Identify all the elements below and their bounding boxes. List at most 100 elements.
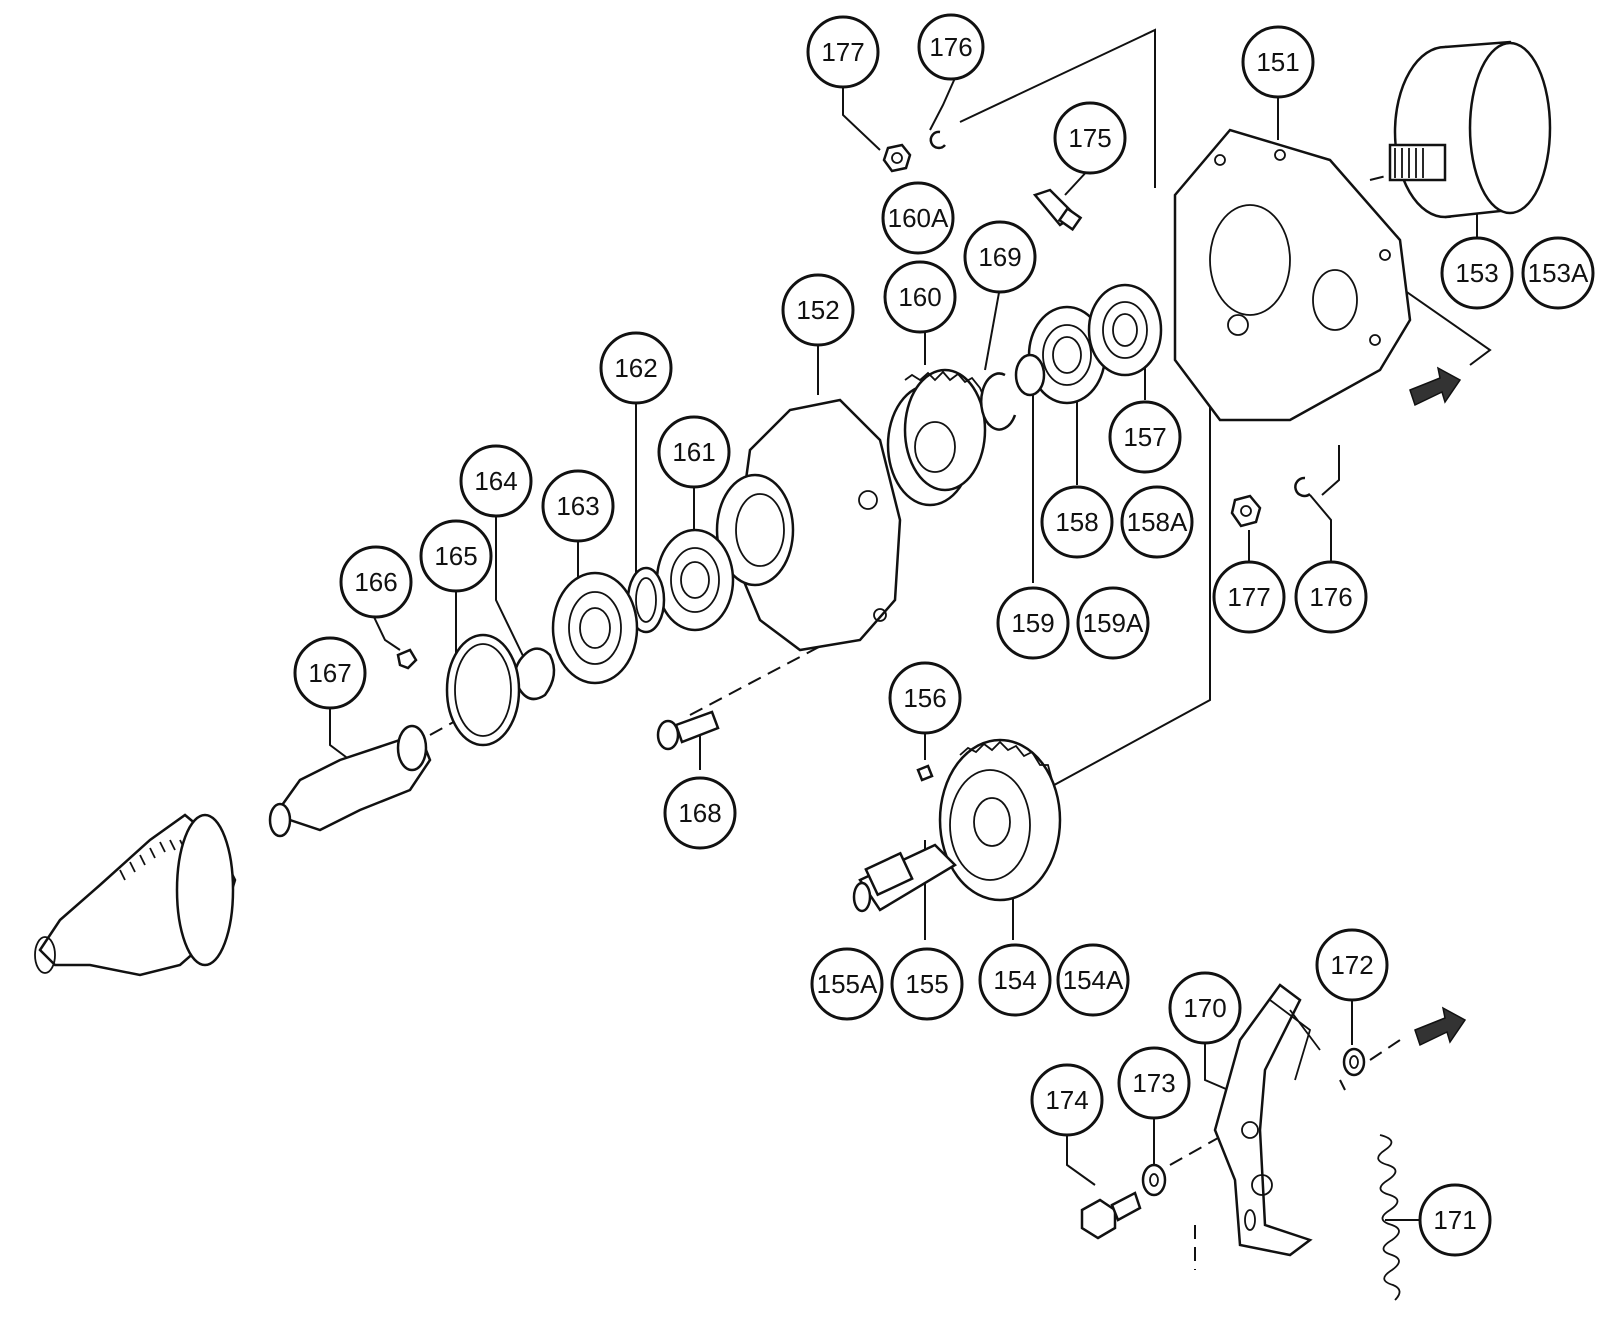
- arrow-lower: [1414, 1006, 1467, 1047]
- callout-label: 162: [614, 353, 657, 383]
- retaining-ring-165: [445, 633, 521, 747]
- callout-177[interactable]: 177: [806, 15, 880, 89]
- callout-label: 153A: [1528, 258, 1589, 288]
- callout-166[interactable]: 166: [339, 545, 413, 619]
- arrow-upper: [1409, 366, 1462, 407]
- lever-170: [1213, 983, 1321, 1257]
- callout-155A[interactable]: 155A: [810, 947, 884, 1021]
- drum-153: [1388, 40, 1552, 219]
- callout-155[interactable]: 155: [890, 947, 964, 1021]
- callout-label: 167: [308, 658, 351, 688]
- callout-label: 175: [1068, 123, 1111, 153]
- callout-163[interactable]: 163: [541, 469, 615, 543]
- housing-151: [1173, 128, 1412, 422]
- key-166: [396, 648, 418, 670]
- callout-label: 155A: [817, 969, 878, 999]
- callout-173[interactable]: 173: [1117, 1046, 1191, 1120]
- callout-162[interactable]: 162: [599, 331, 673, 405]
- callout-160A[interactable]: 160A: [881, 181, 955, 255]
- spindle-167: [268, 724, 432, 838]
- callout-170[interactable]: 170: [1168, 971, 1242, 1045]
- callout-175[interactable]: 175: [1053, 101, 1127, 175]
- callout-156[interactable]: 156: [888, 661, 962, 735]
- callout-169[interactable]: 169: [963, 220, 1037, 294]
- bearing-163: [551, 571, 639, 685]
- snap-ring-169: [979, 372, 1017, 431]
- callout-151[interactable]: 151: [1241, 25, 1315, 99]
- callout-167[interactable]: 167: [293, 636, 367, 710]
- callout-label: 157: [1123, 422, 1166, 452]
- shaft-155: [852, 843, 958, 913]
- callout-177-lower[interactable]: 177: [1212, 560, 1286, 634]
- callout-label: 152: [796, 295, 839, 325]
- callout-157[interactable]: 157: [1108, 400, 1182, 474]
- callout-161[interactable]: 161: [657, 415, 731, 489]
- callout-159A[interactable]: 159A: [1076, 586, 1150, 660]
- callout-158[interactable]: 158: [1040, 485, 1114, 559]
- callout-174[interactable]: 174: [1030, 1063, 1104, 1137]
- callout-label: 155: [905, 969, 948, 999]
- callout-154A[interactable]: 154A: [1056, 943, 1130, 1017]
- callout-165[interactable]: 165: [419, 519, 493, 593]
- callout-label: 159: [1011, 608, 1054, 638]
- callout-label: 153: [1455, 258, 1498, 288]
- washer-172: [1342, 1047, 1366, 1077]
- callout-168[interactable]: 168: [663, 776, 737, 850]
- nut-177-right: [1230, 494, 1262, 528]
- callout-154[interactable]: 154: [978, 943, 1052, 1017]
- fitting-175: [1032, 188, 1083, 232]
- bearing-161: [655, 528, 735, 632]
- key-156: [916, 764, 934, 782]
- callout-label: 158A: [1127, 507, 1188, 537]
- clip-176-right: [1294, 476, 1311, 498]
- callout-172[interactable]: 172: [1315, 928, 1389, 1002]
- callout-label: 158: [1055, 507, 1098, 537]
- callout-label: 154A: [1063, 965, 1124, 995]
- callout-153A[interactable]: 153A: [1521, 236, 1595, 310]
- callout-label: 176: [929, 32, 972, 62]
- bolt-174: [1080, 1191, 1142, 1240]
- callout-label: 163: [556, 491, 599, 521]
- callout-label: 165: [434, 541, 477, 571]
- callout-label: 160: [898, 282, 941, 312]
- bearing-157: [1087, 283, 1163, 377]
- gear-154: [938, 738, 1062, 902]
- callout-159[interactable]: 159: [996, 586, 1070, 660]
- clip-176-top: [929, 130, 946, 150]
- spring-171: [1377, 1134, 1401, 1301]
- callout-label: 156: [903, 683, 946, 713]
- callout-176-lower[interactable]: 176: [1294, 560, 1368, 634]
- washer-173: [1141, 1163, 1167, 1197]
- drill-chuck: [34, 813, 237, 977]
- callout-164[interactable]: 164: [459, 444, 533, 518]
- callout-label: 169: [978, 242, 1021, 272]
- callout-label: 151: [1256, 47, 1299, 77]
- callout-label: 171: [1433, 1205, 1476, 1235]
- callout-label: 160A: [888, 203, 949, 233]
- callout-label: 177: [821, 37, 864, 67]
- callout-label: 174: [1045, 1085, 1088, 1115]
- callout-171[interactable]: 171: [1418, 1183, 1492, 1257]
- callout-152[interactable]: 152: [781, 273, 855, 347]
- callout-label: 168: [678, 798, 721, 828]
- spring-ring-164: [513, 647, 556, 701]
- callout-153[interactable]: 153: [1440, 236, 1514, 310]
- callout-label: 176: [1309, 582, 1352, 612]
- callout-label: 170: [1183, 993, 1226, 1023]
- ring-159: [1014, 353, 1046, 397]
- callout-label: 177: [1227, 582, 1270, 612]
- nut-177-top: [882, 143, 912, 173]
- callout-176[interactable]: 176: [917, 13, 985, 81]
- callout-160[interactable]: 160: [883, 260, 957, 334]
- screw-168: [656, 710, 720, 751]
- callout-158A[interactable]: 158A: [1120, 485, 1194, 559]
- callout-label: 173: [1132, 1068, 1175, 1098]
- callout-label: 166: [354, 567, 397, 597]
- callout-label: 159A: [1083, 608, 1144, 638]
- callout-label: 164: [474, 466, 517, 496]
- gear-160: [886, 368, 987, 507]
- callout-label: 172: [1330, 950, 1373, 980]
- cover-152: [715, 398, 902, 652]
- callout-label: 154: [993, 965, 1036, 995]
